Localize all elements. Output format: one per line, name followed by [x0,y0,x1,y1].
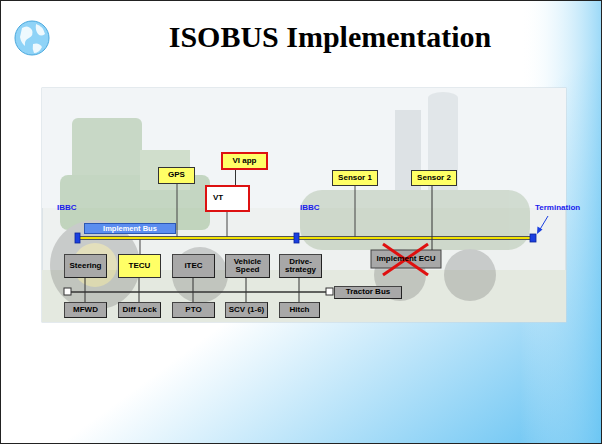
box-text: Diff Lock [122,306,156,314]
box-text: MFWD [73,306,98,314]
tractor-function-box: Drive-strategy [279,254,322,278]
photo-frame [42,88,566,322]
connector-line [235,170,236,185]
tractor-function-box: Steering [64,254,107,278]
termination-leader [537,216,548,234]
tractor-ecu-box: TECU [118,254,161,278]
box-text: Vehicle Speed [226,258,269,275]
connector-line [432,186,433,250]
implement-bus-line [78,238,532,239]
bus-label-box: Tractor Bus [334,286,402,299]
box-text: Sensor 1 [338,174,372,182]
tractor-photo [50,92,530,310]
box-text: GPS [168,171,185,179]
implement-ecu-crossed [371,244,441,275]
box-text: SCV (1-6) [229,306,265,314]
ibbc-terminators [75,233,536,243]
tractor-function-box: PTO [172,302,215,318]
tractor-function-box: Diff Lock [118,302,161,318]
tractor-function-box: Vehicle Speed [225,254,270,278]
box-text: Sensor 2 [417,174,451,182]
coupler-label: IBBC [57,203,77,212]
box-text: VI app [232,157,256,165]
tractor-bus-line [64,278,333,302]
device-box: GPS [158,167,195,184]
tractor-function-box: MFWD [64,302,107,318]
slide-title: ISOBUS Implementation [60,20,600,54]
bus-label-box: Implement Bus [84,223,176,234]
coupler-label: IBBC [300,203,320,212]
box-text: PTO [185,306,201,314]
box-text: iTEC [184,262,202,270]
tractor-function-box: SCV (1-6) [225,302,268,318]
sensor-box: Sensor 1 [332,170,378,186]
app-box: VI app [221,152,268,170]
terminal-box: VT [205,185,250,212]
box-text: Steering [69,262,101,270]
box-text: VT [213,194,223,202]
sensor-box: Sensor 2 [411,170,457,186]
box-text: Implement ECU [376,255,435,263]
bus-drop-wires [140,184,355,254]
box-text: Implement Bus [103,225,157,233]
globe-icon [15,21,49,55]
box-text: Drive-strategy [280,258,321,275]
tractor-function-box: iTEC [172,254,215,278]
tractor-function-box: Hitch [279,302,320,318]
terminator-label: Termination [535,203,580,212]
ecu-box: Implement ECU [371,250,441,268]
box-text: Hitch [290,306,310,314]
box-text: Tractor Bus [346,288,390,296]
box-text: TECU [129,262,151,270]
